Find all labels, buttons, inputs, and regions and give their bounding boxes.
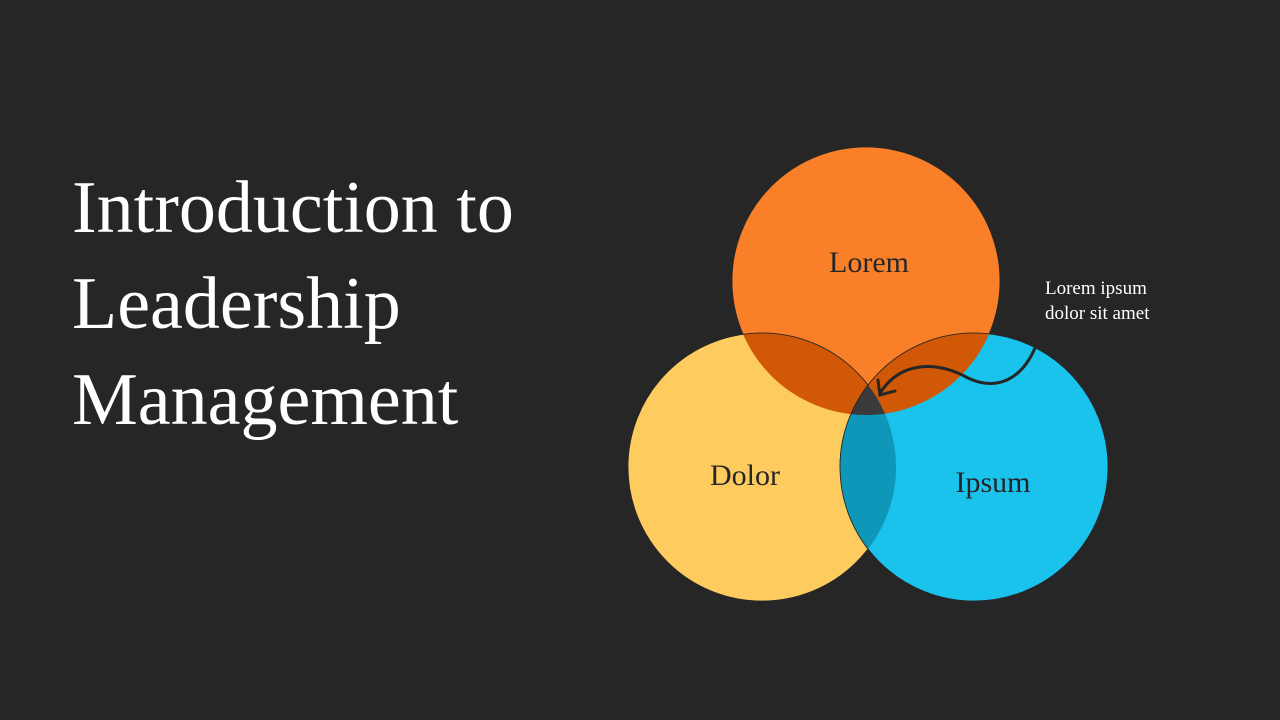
- annotation-text: Lorem ipsum dolor sit amet: [1045, 276, 1149, 326]
- title-line: Introduction to: [72, 167, 514, 249]
- annotation-line: dolor sit amet: [1045, 303, 1150, 324]
- overlap-dolor-ipsum: [839, 333, 896, 601]
- overlap-lorem-dolor: [732, 332, 897, 415]
- label-lorem: Lorem: [829, 246, 909, 279]
- annotation-line: Lorem ipsum: [1045, 278, 1147, 299]
- slide-title: Introduction to Leadership Management: [72, 160, 514, 448]
- overlap-lorem-ipsum: [839, 332, 1000, 415]
- label-ipsum: Ipsum: [956, 466, 1031, 499]
- title-line: Leadership: [72, 263, 401, 345]
- label-dolor: Dolor: [710, 459, 780, 492]
- curved-arrow-icon: [876, 346, 1037, 397]
- title-line: Management: [72, 359, 459, 441]
